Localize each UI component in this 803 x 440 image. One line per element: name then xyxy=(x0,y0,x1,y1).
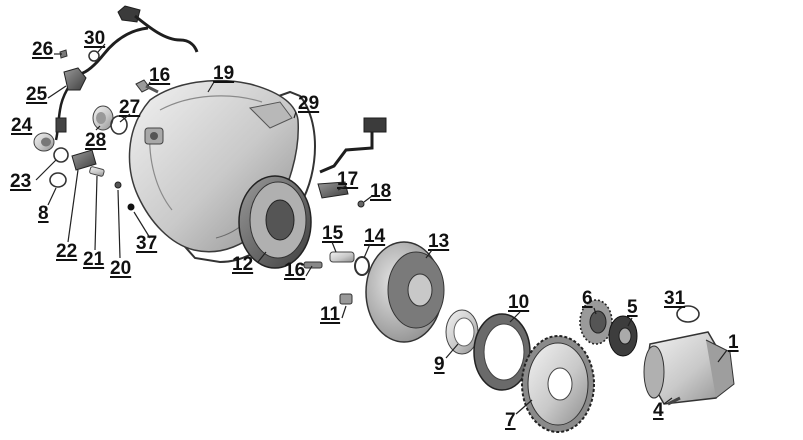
leader-17 xyxy=(337,185,347,191)
leader-21 xyxy=(94,175,98,251)
stator xyxy=(238,117,387,269)
flywheel-group xyxy=(303,241,445,343)
callout-16-top: 16 xyxy=(149,65,171,86)
callout-15: 15 xyxy=(322,223,344,244)
sensor-parts xyxy=(55,49,100,133)
idler-gears xyxy=(579,299,638,357)
callout-7: 7 xyxy=(505,410,516,431)
callout-5: 5 xyxy=(627,297,638,318)
callout-8: 8 xyxy=(38,203,49,224)
leader-12 xyxy=(257,251,267,263)
starter-drive-gears xyxy=(445,309,595,433)
leader-25 xyxy=(47,85,67,99)
leader-16-bottom xyxy=(305,265,313,277)
leader-28 xyxy=(95,125,101,131)
callout-4: 4 xyxy=(653,400,664,421)
starter-motor xyxy=(643,305,735,406)
leader-7 xyxy=(515,399,533,415)
leader-29 xyxy=(293,111,297,119)
leader-18 xyxy=(363,195,373,203)
callout-11: 11 xyxy=(320,304,341,325)
callout-31: 31 xyxy=(664,288,686,309)
callout-37: 37 xyxy=(136,233,158,254)
leader-15 xyxy=(331,241,337,253)
leader-5 xyxy=(627,317,633,327)
leader-10 xyxy=(509,311,521,323)
leader-13 xyxy=(425,249,433,259)
callout-18: 18 xyxy=(370,181,392,202)
callout-24: 24 xyxy=(11,115,33,136)
leader-1 xyxy=(717,349,728,363)
leader-11 xyxy=(341,305,347,319)
leader-9 xyxy=(445,343,459,359)
leader-14 xyxy=(363,243,371,259)
leader-16-top xyxy=(147,81,151,87)
callout-21: 21 xyxy=(83,249,105,270)
leader-4 xyxy=(663,397,673,405)
callout-20: 20 xyxy=(110,258,132,279)
leader-8 xyxy=(47,187,57,206)
leader-19 xyxy=(207,81,215,93)
left-small-parts xyxy=(33,132,135,211)
callout-25: 25 xyxy=(26,84,48,105)
callout-26: 26 xyxy=(32,39,54,60)
leader-30 xyxy=(97,43,106,53)
callout-1: 1 xyxy=(728,332,739,353)
callout-28: 28 xyxy=(85,130,107,151)
leader-22 xyxy=(67,169,79,243)
leader-37 xyxy=(133,211,151,239)
callout-12: 12 xyxy=(232,254,254,275)
callout-19: 19 xyxy=(213,63,235,84)
callout-14: 14 xyxy=(364,226,386,247)
callout-29: 29 xyxy=(298,93,320,114)
leader-23 xyxy=(35,159,57,181)
callout-30: 30 xyxy=(84,28,106,49)
callout-16-bottom: 16 xyxy=(284,260,306,281)
leader-6 xyxy=(593,307,597,315)
callout-27: 27 xyxy=(119,97,141,118)
cover-plug-parts xyxy=(92,79,159,135)
callout-10: 10 xyxy=(508,292,530,313)
callout-6: 6 xyxy=(582,288,593,309)
callout-22: 22 xyxy=(56,241,78,262)
leader-27 xyxy=(119,113,131,123)
callout-17: 17 xyxy=(337,169,359,190)
leader-20 xyxy=(117,189,121,259)
callout-9: 9 xyxy=(434,354,445,375)
callout-13: 13 xyxy=(428,231,450,252)
callout-23: 23 xyxy=(10,171,32,192)
